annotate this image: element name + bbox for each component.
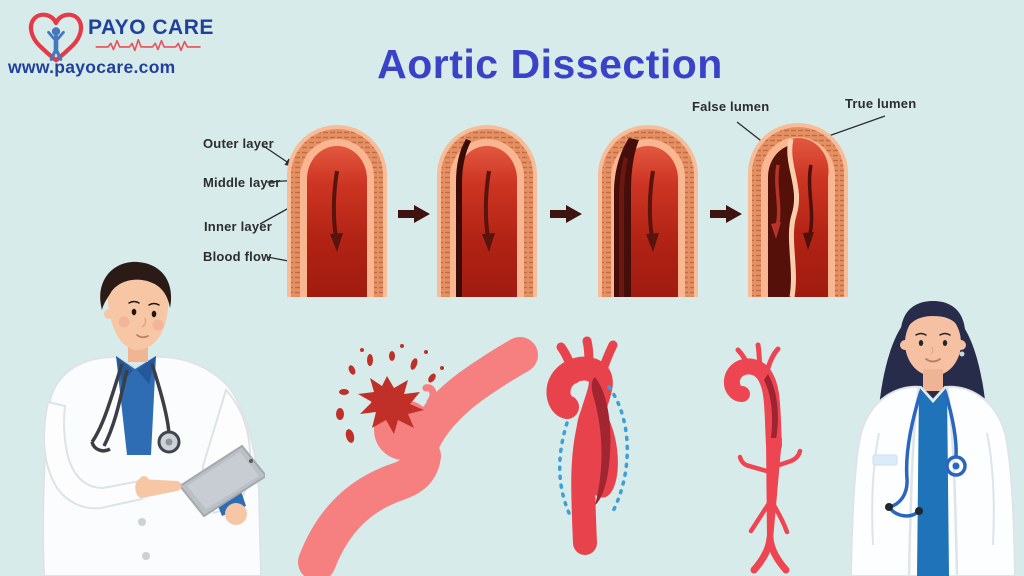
website-url: www.payocare.com	[8, 57, 176, 77]
pointing-hand	[135, 476, 182, 498]
label-middle-layer: Middle layer	[203, 175, 281, 190]
label-outer-layer: Outer layer	[203, 136, 274, 151]
aorta-stage-dissected	[748, 123, 848, 297]
progress-arrow-icon	[398, 205, 430, 223]
dissection-flap	[787, 138, 800, 297]
heart-logo-icon	[28, 12, 84, 63]
aorta-stage-intimal-tear	[437, 125, 537, 297]
false-lumen-region	[764, 374, 778, 456]
stethoscope	[90, 363, 171, 453]
intimal-tear	[456, 139, 471, 297]
male-doctor-figure	[42, 261, 265, 576]
dilated-outline-dotted	[558, 385, 629, 517]
false-lumen-flow-arrow-icon	[771, 164, 781, 239]
doctor-face	[108, 267, 169, 350]
progress-arrow-icon	[710, 205, 742, 223]
full-aorta-illustration	[723, 342, 803, 574]
doctor-hair	[100, 261, 172, 310]
brand-name: PAYO CARE	[88, 16, 214, 39]
aorta-stage-normal	[287, 125, 387, 297]
label-false-lumen: False lumen	[692, 99, 770, 114]
blood-flow-arrow-icon	[646, 170, 659, 252]
ekg-line-icon	[95, 38, 201, 52]
blood-flow-arrow-icon	[482, 170, 495, 252]
label-inner-layer: Inner layer	[204, 219, 272, 234]
doctor-top	[917, 387, 949, 576]
blood-splatter	[336, 344, 444, 443]
true-lumen-region	[789, 137, 829, 297]
ruptured-aneurysm-illustration	[298, 337, 538, 576]
aorta-stage-false-lumen	[598, 125, 698, 297]
female-doctor-figure	[849, 301, 1017, 576]
payo-care-logo: PAYO CARE www.payocare.com	[0, 0, 280, 90]
label-blood-flow: Blood flow	[203, 249, 272, 264]
caring-figure-icon	[47, 27, 65, 61]
page-title: Aortic Dissection	[377, 41, 723, 88]
label-true-lumen: True lumen	[845, 96, 917, 111]
blood-flow-arrow-icon	[330, 170, 343, 252]
true-lumen-flow-arrow-icon	[803, 164, 814, 250]
doctor-face	[905, 310, 961, 376]
tablet	[178, 444, 265, 518]
dissected-arch-illustration	[546, 336, 629, 555]
false-lumen-region	[591, 377, 611, 505]
progress-arrow-icon	[550, 205, 582, 223]
